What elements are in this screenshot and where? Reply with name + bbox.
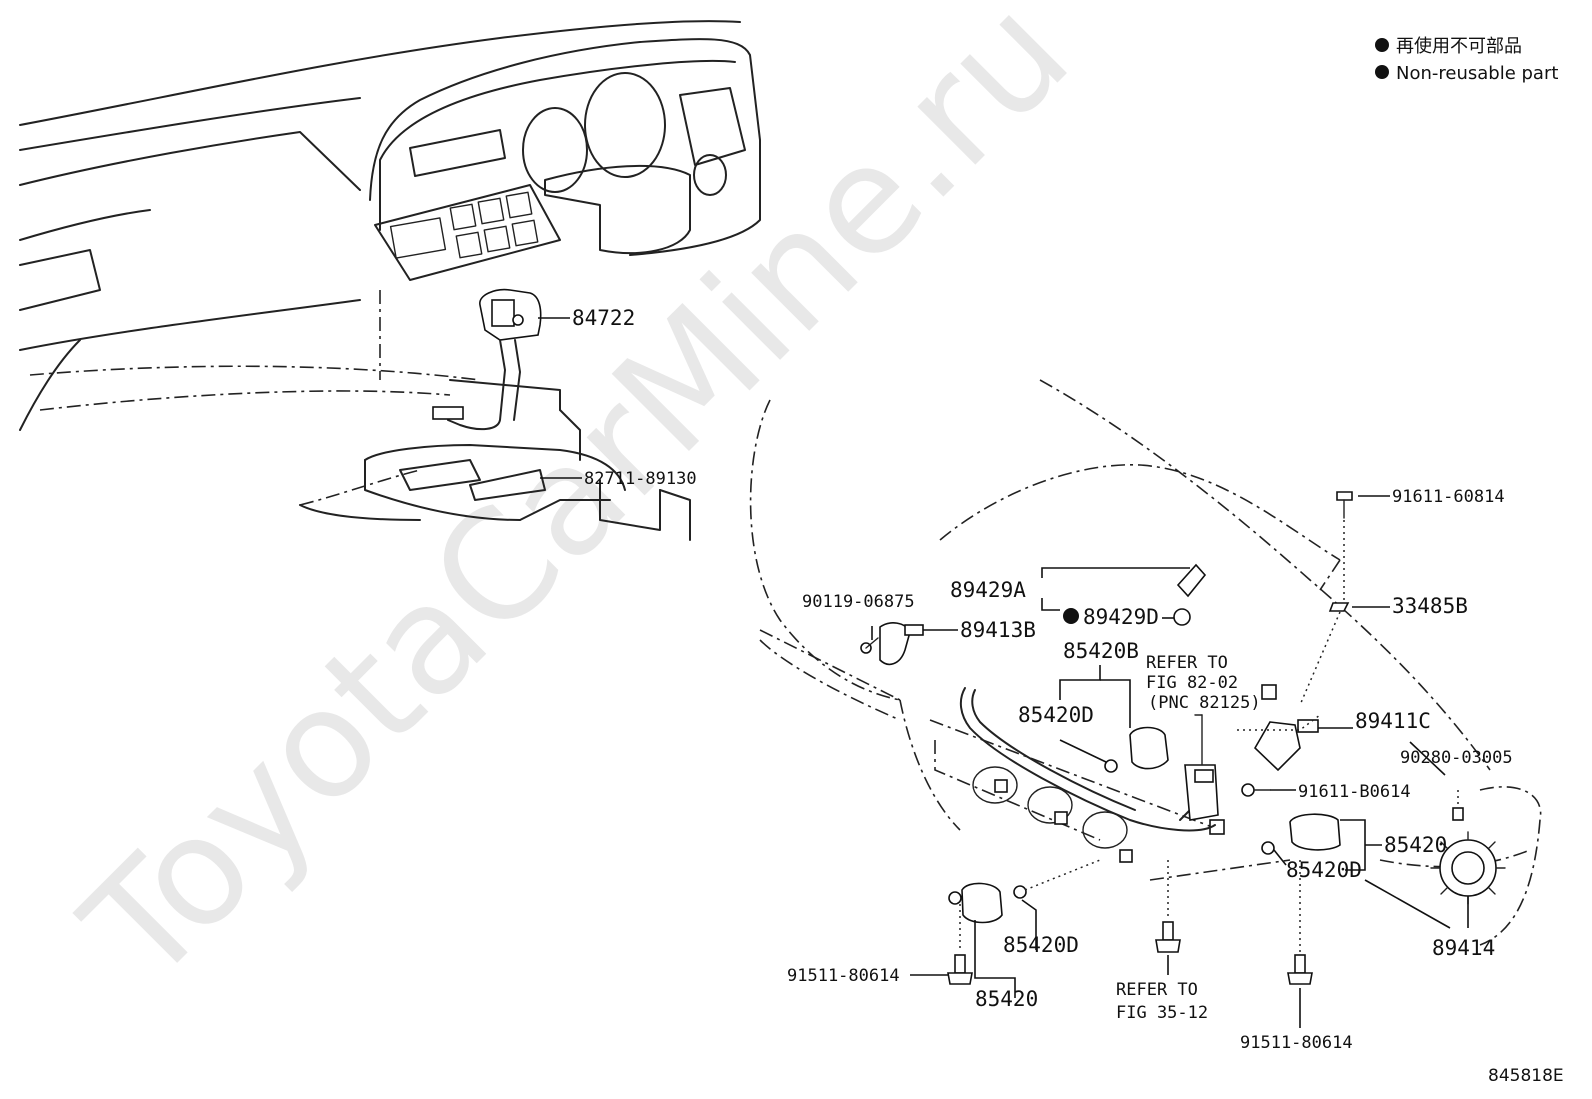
- refer-fig-35-12-line2: FIG 35-12: [1116, 1003, 1208, 1023]
- leader-lines: [538, 317, 1469, 1028]
- label-89414: 89414: [1432, 936, 1495, 960]
- label-85420D-lower: 85420D: [1003, 933, 1079, 957]
- switch-84722-illustration: [432, 288, 542, 431]
- label-90119-06875: 90119-06875: [802, 592, 915, 612]
- label-84722: 84722: [572, 306, 635, 330]
- label-91611-60814: 91611-60814: [1392, 487, 1505, 507]
- label-89429A: 89429A: [950, 578, 1026, 602]
- refer-fig-82-02-line2: FIG 82-02: [1146, 673, 1238, 693]
- legend-dot-jp: [1375, 38, 1389, 52]
- label-90280-03005: 90280-03005: [1400, 748, 1513, 768]
- legend-text-jp: 再使用不可部品: [1396, 36, 1522, 57]
- label-33485B: 33485B: [1392, 594, 1468, 618]
- figure-id: 845818E: [1488, 1066, 1564, 1086]
- watermark: ToyotaCarMine.ru: [52, 0, 1102, 1016]
- legend: 再使用不可部品 Non-reusable part: [1375, 36, 1558, 84]
- label-89413B: 89413B: [960, 618, 1036, 642]
- label-89411C: 89411C: [1355, 709, 1431, 733]
- label-91611-B0614: 91611-B0614: [1298, 782, 1411, 802]
- part-labels: 84722 82711-89130 91611-60814 33485B 901…: [572, 306, 1513, 1053]
- refer-fig-35-12-line1: REFER TO: [1116, 980, 1198, 1000]
- label-85420-right: 85420: [1384, 833, 1447, 857]
- label-91511-80614-bottom: 91511-80614: [1240, 1033, 1353, 1053]
- label-85420B: 85420B: [1063, 639, 1139, 663]
- legend-dot-en: [1375, 65, 1389, 79]
- dashboard-illustration: [19, 20, 761, 541]
- label-91511-80614-left: 91511-80614: [787, 966, 900, 986]
- refer-fig-82-02-line3: (PNC 82125): [1148, 693, 1261, 713]
- gear-89414: [1430, 831, 1506, 905]
- non-reusable-marker-89429D: [1063, 608, 1079, 624]
- label-85420D-right: 85420D: [1286, 858, 1362, 882]
- refer-fig-82-02-line1: REFER TO: [1146, 653, 1228, 673]
- legend-text-en: Non-reusable part: [1396, 63, 1558, 84]
- label-85420D-upper: 85420D: [1018, 703, 1094, 727]
- label-82711-89130: 82711-89130: [584, 469, 697, 489]
- label-85420-lower: 85420: [975, 987, 1038, 1011]
- engine-parts: [860, 491, 1506, 985]
- label-89429D: 89429D: [1083, 605, 1159, 629]
